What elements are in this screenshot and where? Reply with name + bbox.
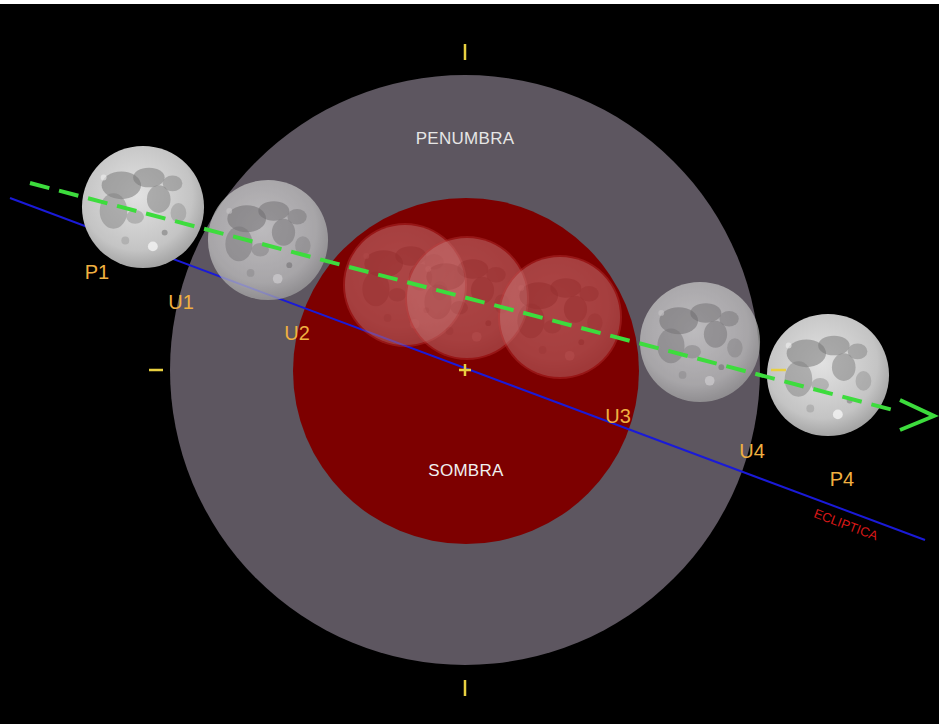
moon-u3 — [640, 282, 760, 402]
moon-umbra-3 — [498, 255, 622, 379]
moon-path — [30, 183, 893, 410]
moon-u1 — [208, 180, 328, 300]
region-label: SOMBRA — [428, 461, 503, 481]
region-label: PENUMBRA — [416, 129, 515, 149]
ecliptic-label: ECLIPTICA — [812, 506, 880, 544]
path-arrowhead — [900, 400, 934, 430]
top-border — [0, 0, 939, 4]
penumbra-circle-fill — [170, 75, 760, 665]
contact-label: P4 — [830, 468, 854, 491]
reference-marks — [149, 44, 786, 696]
contact-label: U1 — [168, 291, 194, 314]
moon-p4 — [767, 314, 889, 436]
umbra-circle-fill — [293, 198, 639, 544]
contact-label: U2 — [284, 322, 310, 345]
contact-label: U4 — [739, 440, 765, 463]
contact-label: U3 — [605, 405, 631, 428]
moon-p1 — [82, 146, 204, 268]
contact-label: P1 — [85, 261, 109, 284]
